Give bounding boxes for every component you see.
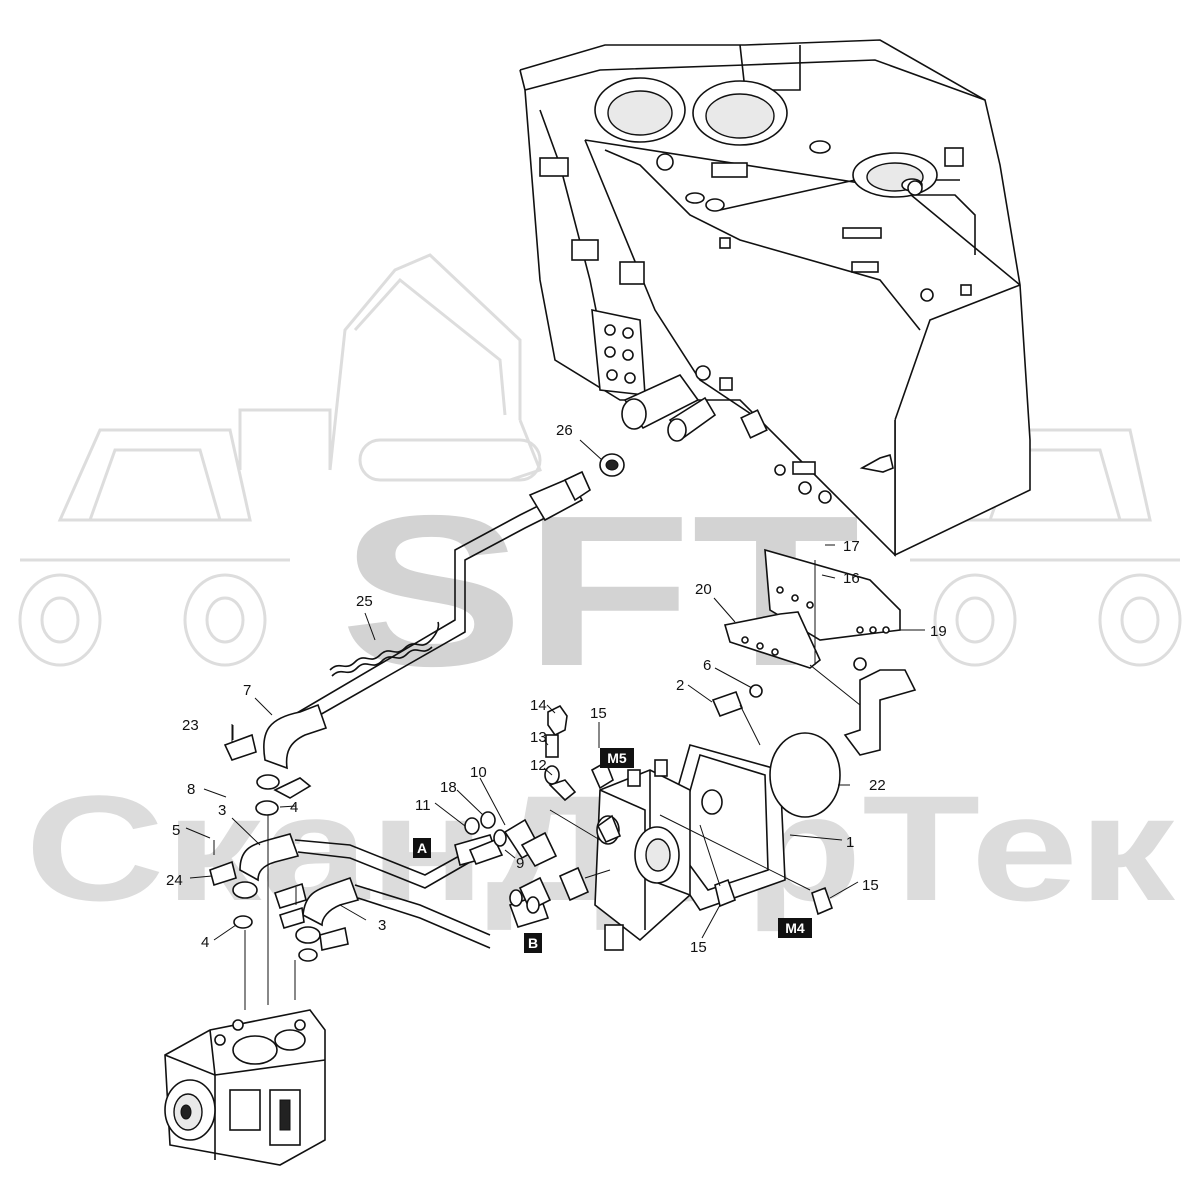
port-badge-m5-text: M5 — [607, 750, 627, 766]
port-badge-a-text: A — [417, 840, 427, 856]
callout-3a: 3 — [218, 802, 226, 819]
callout-9: 9 — [516, 855, 524, 872]
callout-14: 14 — [530, 697, 547, 714]
hydraulic-motor — [594, 744, 786, 951]
callout-4b: 4 — [201, 934, 209, 951]
callout-10: 10 — [470, 764, 487, 781]
callout-7: 7 — [243, 682, 251, 699]
callout-18: 19 — [930, 623, 947, 640]
callout-12: 12 — [530, 757, 547, 774]
callout-15b: 15 — [862, 877, 879, 894]
callout-1: 1 — [846, 834, 854, 851]
callout-6: 6 — [703, 657, 711, 674]
callout-17: 17 — [843, 538, 860, 555]
chassis-frame — [519, 39, 1031, 557]
port-badge-b-text: B — [528, 935, 538, 951]
spiral-hose-guard — [329, 621, 440, 677]
port-badge-m5: M5 — [600, 748, 634, 768]
callout-24: 24 — [166, 872, 183, 889]
callout-15c: 15 — [690, 939, 707, 956]
mounting-brackets — [723, 548, 917, 756]
callout-16: 16 — [843, 570, 860, 587]
callout-labels: 26 25 7 23 8 4 3 5 24 3 4 11 18 10 9 14 … — [166, 422, 947, 956]
port-badge-m4-text: M4 — [785, 920, 805, 936]
callout-5: 5 — [172, 822, 180, 839]
callout-13: 13 — [530, 729, 547, 746]
o-ring-25 — [769, 732, 841, 818]
hydraulic-pump — [164, 1009, 326, 1166]
port-badge-a: A — [413, 838, 431, 858]
callout-25: 22 — [869, 777, 886, 794]
callout-3b: 3 — [378, 917, 386, 934]
callout-4a: 4 — [290, 799, 298, 816]
excavator-outline-icon — [238, 253, 542, 482]
callout-15a: 15 — [590, 705, 607, 722]
port-badge-m4: M4 — [778, 918, 812, 938]
port-badge-b: B — [524, 933, 542, 953]
callout-22: 26 — [556, 422, 573, 439]
callout-8: 8 — [187, 781, 195, 798]
callout-leaders — [185, 439, 925, 941]
hose-3-assemblies — [209, 725, 550, 962]
callout-19: 20 — [695, 581, 712, 598]
tractor-left-outline-icon — [18, 428, 290, 667]
hose-main — [284, 453, 625, 733]
hose-7-elbow — [255, 703, 328, 816]
callout-20: 18 — [440, 779, 457, 796]
fittings — [464, 684, 834, 916]
motor-lines — [549, 560, 861, 891]
callout-11: 11 — [415, 797, 431, 814]
callout-26: 25 — [356, 593, 373, 610]
callout-2: 2 — [676, 677, 684, 694]
mount-lines — [244, 815, 296, 1010]
callout-23: 23 — [182, 717, 199, 734]
